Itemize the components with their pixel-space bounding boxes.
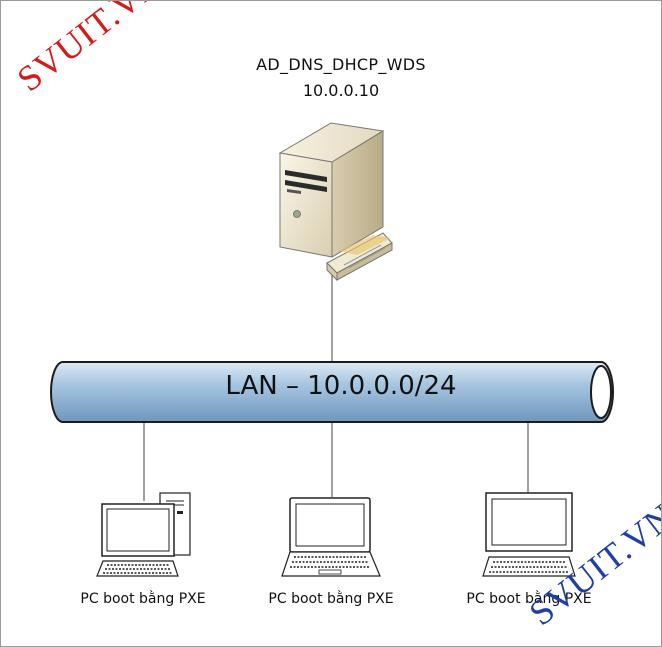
server-ip-label: 10.0.0.10 bbox=[302, 81, 380, 100]
monitor-pc-icon bbox=[482, 492, 576, 577]
lan-pipe bbox=[50, 361, 614, 423]
server-tower-icon bbox=[278, 122, 393, 282]
desktop-pc-icon bbox=[96, 492, 191, 577]
lan-label: LAN – 10.0.0.0/24 bbox=[225, 371, 457, 401]
pc3-label: PC boot bằng PXE bbox=[466, 591, 592, 607]
server-name-label: AD_DNS_DHCP_WDS bbox=[256, 55, 426, 74]
laptop-icon bbox=[281, 497, 381, 577]
pc1-label: PC boot bằng PXE bbox=[80, 591, 206, 607]
pc2-label: PC boot bằng PXE bbox=[268, 591, 394, 607]
